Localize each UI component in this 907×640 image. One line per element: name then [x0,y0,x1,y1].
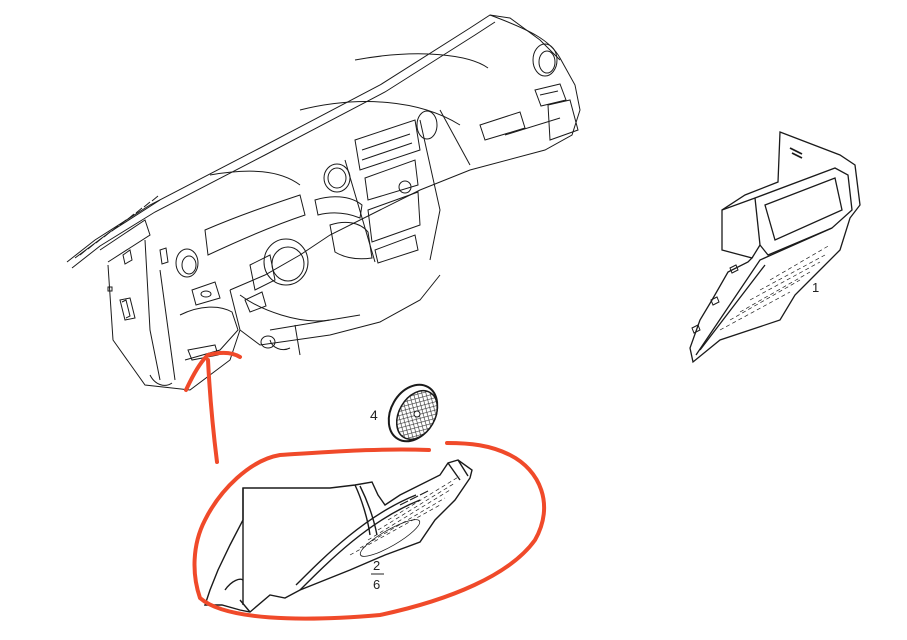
dashboard-assembly [66,14,581,391]
part-2-6-label-denominator: 6 [373,577,380,592]
annotation-arrow-head [184,350,242,392]
annotation-arrow [206,358,219,464]
part-1-label: 1 [812,280,819,295]
annotation-loop [192,441,546,621]
part-4-label: 4 [370,407,378,423]
red-annotations [184,350,546,621]
part-2-6-lower-trim [204,459,473,613]
part-2-6-label-numerator: 2 [373,558,380,573]
part-4-speaker-grille [387,383,439,443]
part-1-glovebox-trim [689,131,861,364]
